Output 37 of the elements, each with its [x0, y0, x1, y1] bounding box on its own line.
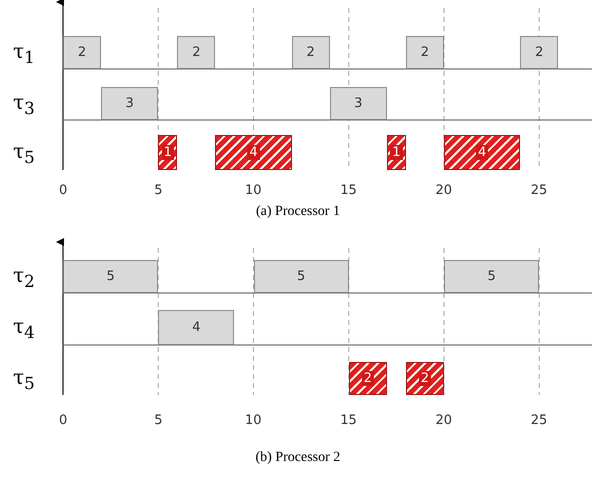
tick-label: 25	[530, 182, 548, 198]
task-label: τ$_{3}$	[13, 90, 35, 118]
tick-label: 5	[154, 412, 163, 428]
tick-label: 5	[154, 182, 163, 198]
tick-label: 20	[436, 182, 452, 198]
task-block: 2	[63, 36, 102, 69]
task-block: 3	[101, 87, 158, 120]
tick-label: 20	[436, 412, 452, 428]
task-label: τ$_{5}$	[13, 138, 35, 166]
tick-label: 0	[59, 182, 68, 198]
task-block: 5	[444, 260, 540, 293]
task-block: 2	[177, 36, 216, 69]
task-label: τ$_{4}$	[13, 314, 35, 342]
hatched-task-block: 2	[348, 362, 387, 395]
task-label: τ$_{1}$	[13, 38, 35, 66]
caption: (b) Processor 2	[256, 450, 340, 466]
caption: (a) Processor 1	[256, 204, 340, 220]
hatched-task-block: 1	[158, 135, 178, 170]
task-block: 5	[63, 260, 158, 293]
tick-label: 10	[245, 412, 262, 428]
tick-label: 15	[340, 182, 357, 198]
tick-label: 0	[59, 412, 68, 428]
task-block: 2	[406, 36, 444, 69]
hatched-task-block: 4	[444, 135, 520, 170]
task-block: 3	[330, 87, 387, 120]
task-block: 2	[292, 36, 330, 69]
task-label: τ$_{2}$	[13, 262, 35, 290]
tick-label: 25	[530, 412, 548, 428]
hatched-task-block: 2	[406, 362, 444, 395]
task-block: 4	[158, 310, 234, 345]
task-block: 2	[520, 36, 558, 69]
task-label: τ$_{5}$	[13, 364, 35, 392]
task-block: 5	[254, 260, 349, 293]
tick-label: 10	[245, 182, 262, 198]
hatched-task-block: 4	[215, 135, 292, 170]
hatched-task-block: 1	[386, 135, 406, 170]
tick-label: 15	[340, 412, 357, 428]
